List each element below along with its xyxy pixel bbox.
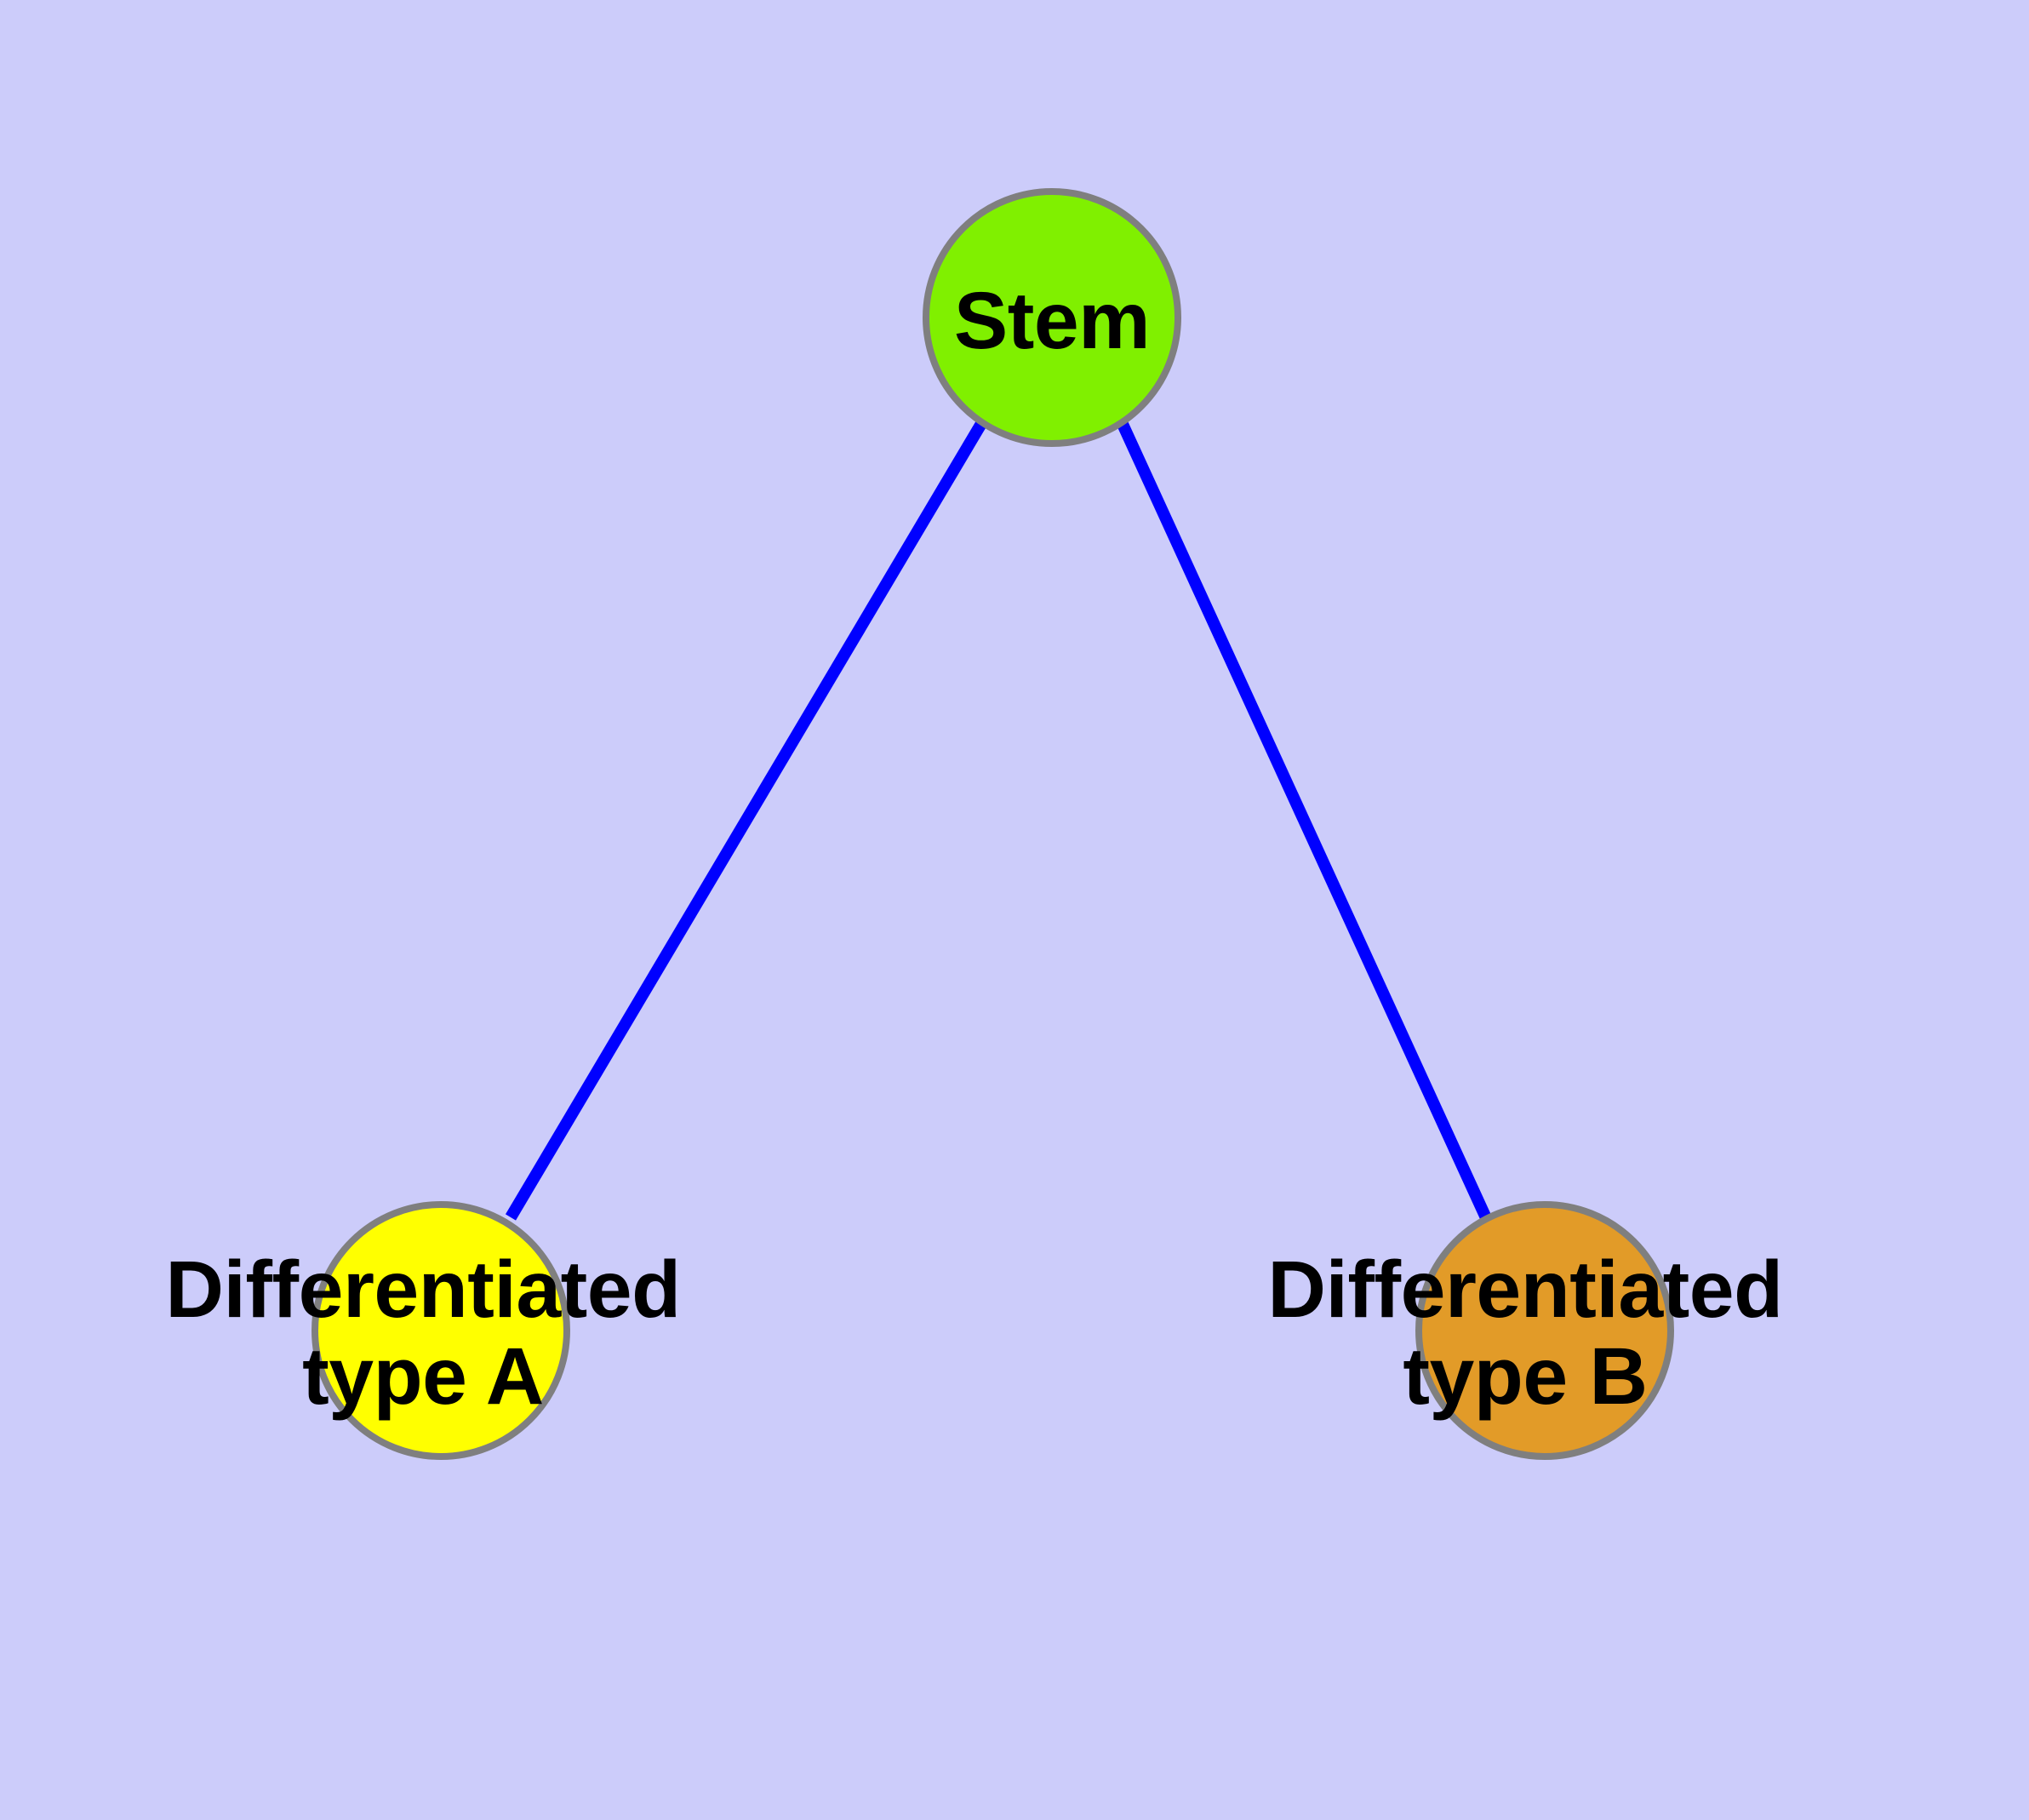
edge-stem-to-diff-b[interactable] [1116,420,1494,1224]
edge-layer [505,419,1494,1224]
node-differentiated-type-a[interactable] [311,1201,570,1460]
edge-stem-to-diff-a[interactable] [505,419,988,1221]
node-differentiated-type-b[interactable] [1415,1201,1674,1460]
node-stem[interactable] [923,188,1181,447]
node-layer [311,188,1674,1460]
